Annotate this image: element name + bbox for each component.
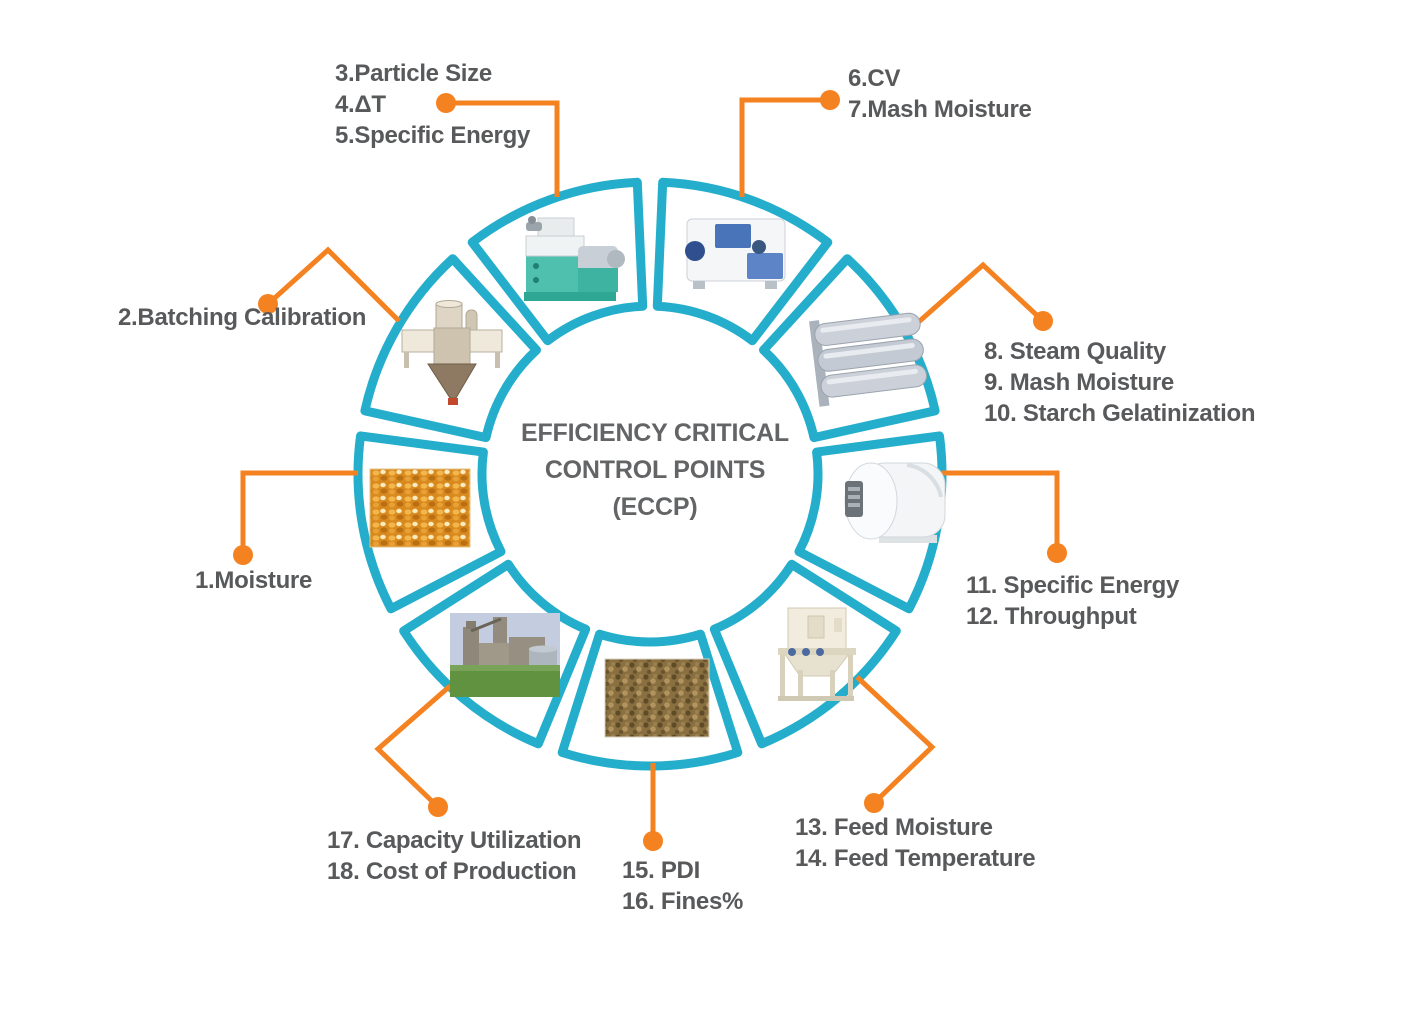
label-line: 16. Fines% xyxy=(622,888,744,915)
center-title-line: (ECCP) xyxy=(612,493,698,521)
connector-conditioning xyxy=(903,261,1045,336)
label-plant: 17. Capacity Utilization 18. Cost of Pro… xyxy=(327,825,582,887)
label-line: 2.Batching Calibration xyxy=(118,304,367,331)
hammer-mill-icon xyxy=(524,216,625,301)
connector-cooling xyxy=(855,675,936,805)
label-line: 8. Steam Quality xyxy=(984,338,1166,365)
mixer-icon xyxy=(685,218,786,289)
pellets-icon xyxy=(604,658,710,738)
label-line: 15. PDI xyxy=(622,857,700,884)
connector-grinding xyxy=(446,100,560,197)
label-line: 6.CV xyxy=(848,65,901,92)
center-title-line: CONTROL POINTS xyxy=(544,456,766,484)
dot-mixing xyxy=(820,90,840,110)
label-line: 3.Particle Size xyxy=(335,60,492,87)
label-grinding: 3.Particle Size 4.ΔT 5.Specific Energy xyxy=(335,58,530,151)
label-line: 17. Capacity Utilization xyxy=(327,827,582,854)
conditioner-icon xyxy=(809,312,927,407)
dot-pellets xyxy=(643,831,663,851)
center-title-line: EFFICIENCY CRITICAL xyxy=(521,419,789,447)
connector-batching xyxy=(266,246,401,323)
label-mixing: 6.CV 7.Mash Moisture xyxy=(848,63,1032,125)
dot-grinding xyxy=(436,93,456,113)
connector-pelleting xyxy=(942,470,1060,553)
label-cooling: 13. Feed Moisture 14. Feed Temperature xyxy=(795,812,1036,874)
batching-scale-icon xyxy=(401,300,503,405)
label-line: 14. Feed Temperature xyxy=(795,845,1036,872)
dot-cooling xyxy=(864,793,884,813)
cooler-icon xyxy=(778,607,856,701)
connector-lines xyxy=(240,97,1060,841)
connector-dots xyxy=(233,90,1067,851)
label-line: 1.Moisture xyxy=(195,567,313,594)
connector-plant xyxy=(374,684,452,809)
label-line: 18. Cost of Production xyxy=(327,858,577,885)
dot-pelleting xyxy=(1047,543,1067,563)
label-moisture: 1.Moisture xyxy=(195,565,312,596)
label-pellet-quality: 15. PDI 16. Fines% xyxy=(622,855,743,917)
label-line: 4.ΔT xyxy=(335,91,386,118)
corn-kernels-icon xyxy=(369,468,471,548)
label-pelleting: 11. Specific Energy 12. Throughput xyxy=(966,570,1179,632)
center-title: EFFICIENCY CRITICAL CONTROL POINTS (ECCP… xyxy=(460,415,850,526)
dot-batching xyxy=(258,294,278,314)
feed-mill-plant-icon xyxy=(450,613,560,697)
label-batching: 2.Batching Calibration xyxy=(118,302,366,333)
label-line: 10. Starch Gelatinization xyxy=(984,400,1256,427)
connector-mixing xyxy=(739,97,830,197)
pellet-mill-icon xyxy=(844,462,946,543)
label-line: 9. Mash Moisture xyxy=(984,369,1174,396)
label-line: 11. Specific Energy xyxy=(966,572,1180,599)
connector-moisture xyxy=(240,470,358,555)
dot-conditioning xyxy=(1033,311,1053,331)
label-line: 5.Specific Energy xyxy=(335,122,530,149)
label-line: 12. Throughput xyxy=(966,603,1137,630)
label-conditioning: 8. Steam Quality 9. Mash Moisture 10. St… xyxy=(984,336,1256,429)
label-line: 13. Feed Moisture xyxy=(795,814,993,841)
label-line: 7.Mash Moisture xyxy=(848,96,1032,123)
dot-plant xyxy=(428,797,448,817)
dot-moisture xyxy=(233,545,253,565)
